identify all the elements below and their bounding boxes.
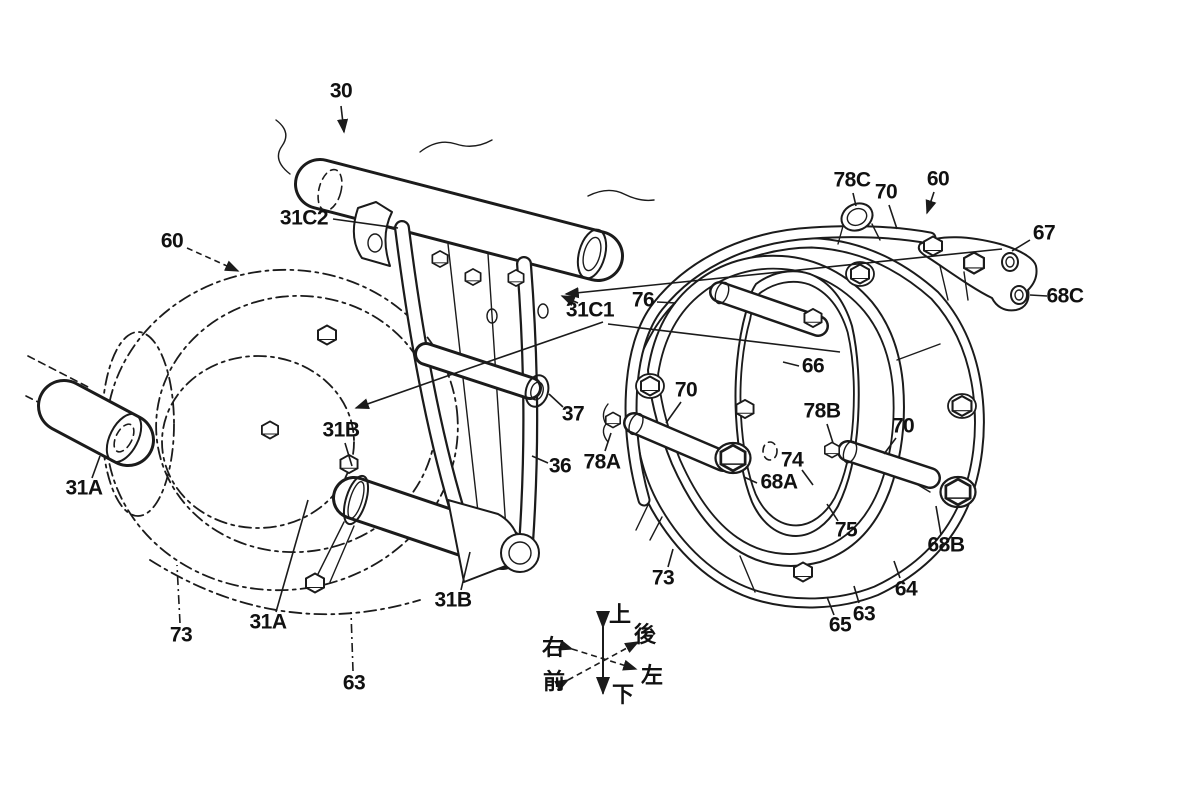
collar-rods-70-art bbox=[623, 281, 941, 489]
compass-direction-rear: 後 bbox=[634, 622, 657, 648]
leader-65 bbox=[826, 596, 835, 616]
compass-axes bbox=[554, 611, 640, 695]
cross-tube-37-art bbox=[414, 342, 550, 408]
ref-label-68B: 68B bbox=[927, 534, 964, 557]
compass-direction-left: 左 bbox=[641, 663, 663, 689]
ref-label-76: 76 bbox=[632, 289, 654, 312]
leader-37 bbox=[548, 393, 564, 408]
compass-glyphs-layer: 上下 後左 右前 bbox=[542, 603, 663, 708]
leader-31C2 bbox=[332, 218, 399, 229]
ref-label-78C: 78C bbox=[833, 169, 870, 192]
leader-75 bbox=[826, 503, 839, 522]
leader-76 bbox=[656, 301, 677, 304]
ref-label-68A: 68A bbox=[760, 471, 797, 494]
ref-label-31A-left: 31A bbox=[65, 477, 102, 500]
ref-label-73-left: 73 bbox=[170, 624, 192, 647]
leader-67 bbox=[1011, 239, 1031, 252]
leader-78C bbox=[852, 192, 857, 207]
leader-60-left bbox=[186, 247, 240, 272]
ref-label-31B-lower: 31B bbox=[434, 589, 471, 612]
leader-63-left bbox=[350, 611, 354, 672]
ref-label-31B-upper: 31B bbox=[322, 419, 359, 442]
leader-78A bbox=[604, 432, 612, 452]
mount-boss-31A-art bbox=[37, 379, 155, 467]
ref-label-70-left: 70 bbox=[675, 379, 697, 402]
ref-label-31C1: 31C1 bbox=[566, 299, 615, 322]
ref-label-30: 30 bbox=[330, 80, 352, 103]
leader-60-right bbox=[925, 191, 937, 215]
ref-label-60-right: 60 bbox=[927, 168, 949, 191]
reference-labels-layer: 3031C26031C1373631B31B31A31A73637678C706… bbox=[65, 80, 1084, 695]
ref-label-67: 67 bbox=[1033, 222, 1055, 245]
tab-78C-boss-art bbox=[837, 202, 881, 245]
ref-label-64: 64 bbox=[895, 578, 918, 601]
leader-31C1-2 bbox=[354, 321, 604, 410]
leader-31A-bottom bbox=[275, 499, 309, 613]
ref-label-78A: 78A bbox=[583, 451, 620, 474]
leader-70-right bbox=[883, 437, 897, 455]
bracket-31C2-art bbox=[352, 201, 393, 267]
ref-label-68C: 68C bbox=[1046, 285, 1083, 308]
leader-68A bbox=[743, 476, 758, 484]
leader-68C bbox=[1029, 294, 1048, 297]
leader-30 bbox=[336, 105, 349, 134]
ref-label-74: 74 bbox=[781, 449, 804, 472]
leader-66 bbox=[782, 361, 800, 367]
leader-31C1-1 bbox=[564, 248, 1003, 299]
leader-73-right bbox=[667, 548, 674, 568]
ref-label-31C2: 31C2 bbox=[280, 207, 328, 230]
leader-31A-left bbox=[91, 455, 101, 479]
leader-31B-lower bbox=[460, 551, 471, 591]
break-squiggle-marks bbox=[275, 119, 655, 202]
leader-73-left bbox=[176, 564, 181, 624]
ref-label-66: 66 bbox=[802, 355, 824, 378]
lower-gusset-art bbox=[447, 499, 540, 583]
ref-label-31A-bottom: 31A bbox=[249, 611, 286, 634]
leader-74 bbox=[801, 469, 814, 486]
leader-70-left bbox=[665, 401, 682, 424]
leader-31C1-3 bbox=[607, 323, 841, 353]
ref-label-60-left: 60 bbox=[161, 230, 183, 253]
leader-68B bbox=[935, 505, 942, 536]
frame-tube-30-art bbox=[294, 158, 624, 282]
ref-label-65: 65 bbox=[829, 614, 852, 637]
compass-direction-front: 前 bbox=[543, 669, 565, 695]
ref-label-70-right: 70 bbox=[892, 415, 914, 438]
leader-36 bbox=[531, 455, 549, 464]
leader-78B bbox=[826, 423, 834, 444]
frame-downtubes-art bbox=[394, 220, 539, 552]
ref-label-63-right: 63 bbox=[853, 603, 875, 626]
bracket-plate-67-art bbox=[917, 236, 1038, 312]
ref-label-63-left: 63 bbox=[343, 672, 365, 695]
leader-70-top bbox=[888, 204, 898, 230]
leader-lines-layer bbox=[91, 105, 1048, 672]
leader-63-right bbox=[853, 585, 860, 604]
leader-64 bbox=[893, 560, 901, 579]
ref-label-73-right: 73 bbox=[652, 567, 674, 590]
ref-label-36: 36 bbox=[549, 455, 571, 478]
left-assembly-bolts bbox=[260, 250, 549, 594]
compass-direction-right: 右 bbox=[542, 636, 564, 661]
leader-31B-upper bbox=[344, 442, 353, 467]
front-ring-66-art bbox=[647, 254, 941, 593]
compass-direction-up: 上 bbox=[609, 603, 631, 628]
ref-label-70-top: 70 bbox=[875, 181, 897, 204]
compass-direction-down: 下 bbox=[612, 683, 634, 708]
ref-label-78B: 78B bbox=[803, 400, 840, 423]
ref-label-37: 37 bbox=[562, 403, 584, 426]
ref-label-75: 75 bbox=[835, 519, 858, 542]
stay-arm-76-art bbox=[624, 225, 937, 507]
